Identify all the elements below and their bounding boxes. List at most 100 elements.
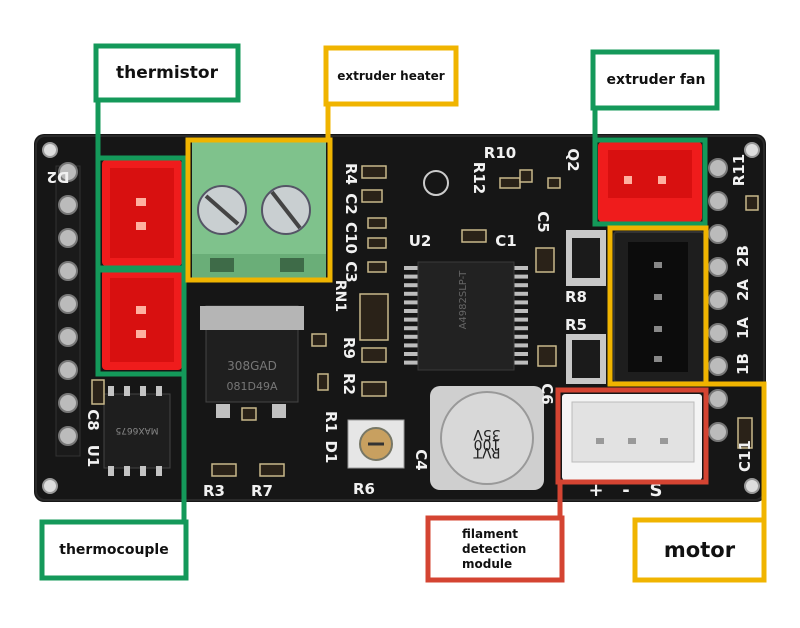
silkscreen-label: R4: [342, 163, 360, 185]
smd-component: [241, 407, 257, 421]
extruder-heater-label-text: extruder heater: [337, 69, 445, 83]
smd-component: [361, 347, 387, 363]
header-pin: [58, 360, 78, 380]
silkscreen-label: C11: [736, 440, 754, 472]
thermistor-highlight-frame: [95, 155, 187, 273]
extruder-heater-label: extruder heater: [330, 52, 452, 100]
power-resistor-r8: [566, 230, 606, 286]
pcb-edge-highlight: [35, 135, 765, 501]
smd-component: [91, 379, 105, 405]
silkscreen-label: 1B: [734, 353, 752, 375]
header-pin: [58, 162, 78, 182]
potentiometer: [347, 419, 405, 469]
mounting-hole-top-left: [42, 142, 58, 158]
thermistor-connector: [102, 160, 182, 266]
silkscreen-label: C3: [342, 261, 360, 282]
silkscreen-label: R3: [203, 482, 225, 500]
mosfet-text-1: 308GAD: [227, 359, 277, 373]
extruder-fan-label-frame: [590, 49, 720, 111]
extruder-heater-highlight-frame: [185, 137, 333, 283]
silkscreen-label: R12: [470, 162, 488, 194]
header-pin: [58, 294, 78, 314]
silkscreen-label: C1: [495, 232, 516, 250]
mosfet: 308GAD 081D49A: [200, 305, 304, 418]
cap-text-2: 35V: [473, 426, 501, 442]
extruder-fan-connector: [598, 142, 702, 222]
extruder-fan-highlight-frame: [592, 137, 708, 227]
silkscreen-label: R9: [340, 337, 358, 359]
header-pin: [708, 290, 728, 310]
left-pin-header: [55, 162, 81, 457]
header-pin: [58, 261, 78, 281]
smd-component: [519, 169, 533, 183]
silkscreen-label: R10: [484, 144, 516, 162]
silkscreen-label: D2: [47, 168, 70, 186]
thermocouple-highlight-frame: [95, 265, 187, 377]
smd-component: [317, 373, 329, 391]
smd-component: [737, 417, 753, 449]
motor-highlight-frame: [607, 225, 709, 387]
header-pin: [708, 257, 728, 277]
smd-component: [535, 247, 555, 273]
mounting-hole-bottom-right: [744, 478, 760, 494]
thermistor-label: thermistor: [100, 50, 234, 96]
screw-terminal: [192, 142, 326, 278]
motor-label: motor: [639, 524, 760, 576]
silkscreen-label: 2A: [734, 279, 752, 301]
extruder-heater-label-frame: [323, 45, 459, 107]
silkscreen-label: C4: [412, 449, 430, 470]
silkscreen-label: R7: [251, 482, 273, 500]
silkscreen-label: R6: [353, 480, 375, 498]
smd-component: [537, 345, 557, 367]
smd-component: [259, 463, 285, 477]
cap-text-1: 100: [474, 436, 501, 452]
silkscreen-label: Q2: [564, 148, 582, 171]
silkscreen-label: C6: [538, 383, 556, 404]
smd-component: [361, 381, 387, 397]
silkscreen-label: R8: [565, 288, 587, 306]
right-pin-header: [708, 158, 728, 442]
thermocouple-label-text: thermocouple: [59, 542, 169, 558]
smd-component: [211, 463, 237, 477]
filament-label-frame: [425, 515, 565, 583]
header-pin: [58, 195, 78, 215]
silkscreen-label: C2: [342, 193, 360, 214]
thermocouple-ic: MAX6675: [103, 386, 171, 476]
ic-text-1: MAX6675: [116, 425, 159, 435]
motor-label-text: motor: [663, 538, 736, 562]
silkscreen-label: D1: [322, 441, 340, 464]
header-pin: [708, 422, 728, 442]
silkscreen-label: +: [588, 480, 603, 501]
chip-text-1: A4982SLP-T: [458, 270, 469, 330]
header-pin: [58, 426, 78, 446]
smd-component: [745, 195, 759, 211]
filament-connector: [562, 394, 702, 480]
silkscreen-label: R11: [730, 154, 748, 186]
filament-label-line-1: filament: [462, 526, 519, 541]
mosfet-text-2: 081D49A: [227, 380, 278, 393]
header-pin: [708, 158, 728, 178]
thermocouple-label: thermocouple: [46, 526, 182, 574]
extruder-fan-label-text: extruder fan: [606, 72, 706, 88]
filament-label: filament detection module: [432, 522, 558, 576]
smd-component: [361, 189, 383, 203]
header-pin: [708, 356, 728, 376]
smd-component: [461, 229, 487, 243]
mounting-hole-top-right: [744, 142, 760, 158]
smd-component: [361, 165, 387, 179]
thermistor-label-text: thermistor: [116, 63, 218, 83]
silkscreen-label: U2: [409, 232, 432, 250]
filament-highlight-frame: [555, 387, 709, 485]
smd-component: [311, 333, 327, 347]
smd-component: [367, 217, 387, 229]
silkscreen-label: RN1: [332, 280, 348, 312]
header-pin: [58, 228, 78, 248]
smd-component: [367, 261, 387, 273]
extruder-fan-label: extruder fan: [598, 56, 714, 104]
smd-components: [91, 165, 759, 477]
power-resistor-r5: [566, 334, 606, 384]
cap-text-3: RVT: [473, 444, 501, 460]
